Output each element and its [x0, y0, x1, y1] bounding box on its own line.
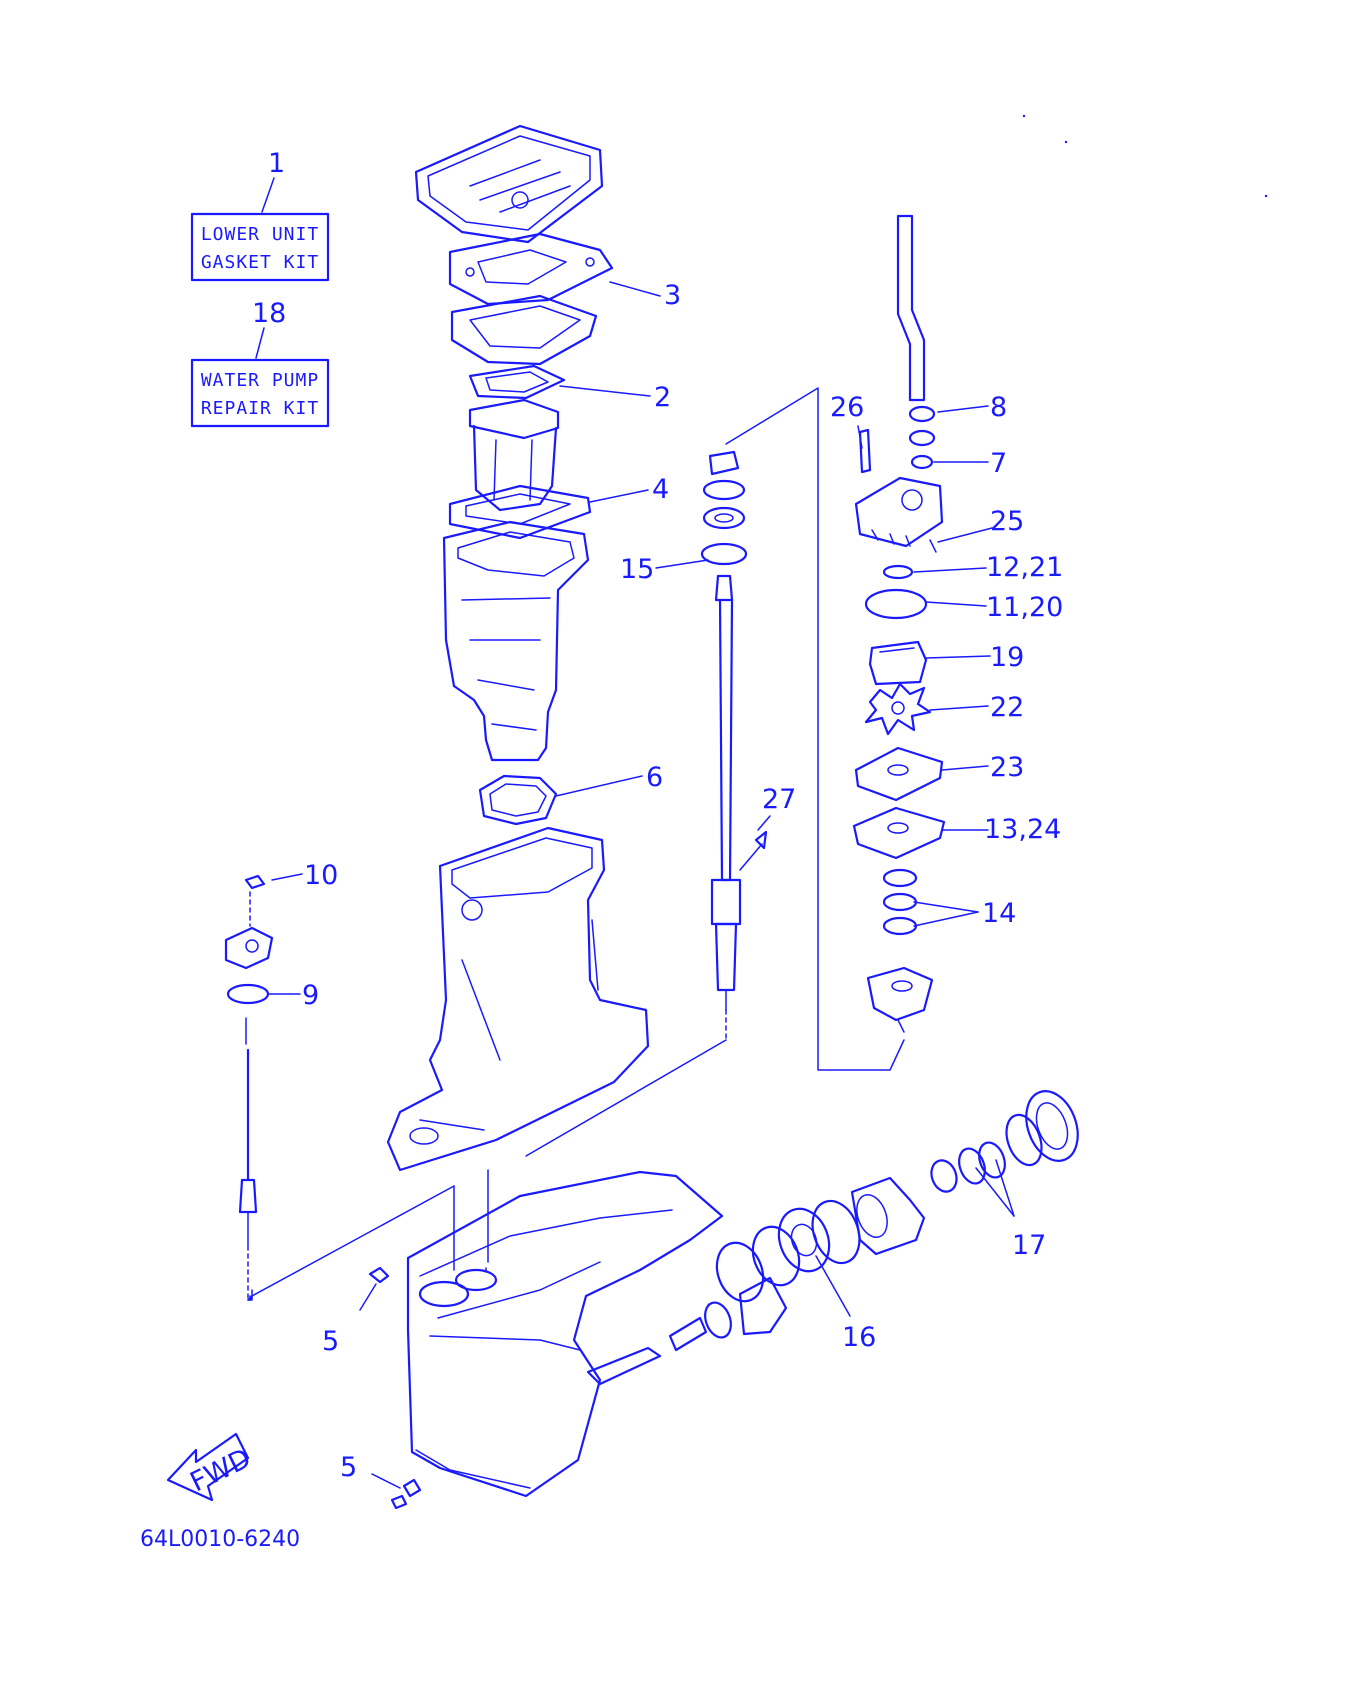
callout-23: 23 [990, 752, 1024, 783]
callout-10: 10 [304, 860, 338, 891]
kit-number: 18 [252, 298, 286, 329]
fwd-arrow-icon: FWD [166, 1432, 256, 1502]
callout-5-upper: 5 [322, 1326, 339, 1357]
kit-label-line1: WATER PUMP [201, 370, 319, 391]
assembly-guide-lines [247, 387, 905, 1301]
callout-15: 15 [620, 554, 654, 585]
exhaust-pipe [468, 398, 560, 512]
callout-6: 6 [646, 762, 663, 793]
callout-4: 4 [652, 474, 669, 505]
callout-27: 27 [762, 784, 796, 815]
callout-9: 9 [302, 980, 319, 1011]
kit-label-line1: LOWER UNIT [201, 224, 319, 245]
callout-11-20: 11,20 [986, 592, 1063, 623]
callout-25: 25 [990, 506, 1024, 537]
callout-19: 19 [990, 642, 1024, 673]
upper-cover-plate [414, 124, 604, 244]
propeller-shaft-parts [668, 1090, 1079, 1352]
kit-box-lower-unit-gasket: 1 LOWER UNIT GASKET KIT [190, 148, 330, 282]
gasket-3 [448, 232, 614, 306]
callout-5-lower: 5 [340, 1452, 357, 1483]
driveshaft-assembly [700, 450, 748, 1041]
kit-number: 1 [268, 148, 285, 179]
kit-label-line2: GASKET KIT [201, 252, 319, 273]
leader-lines [267, 281, 1015, 1489]
bolt-5-lower [390, 1478, 422, 1510]
gasket-6 [478, 774, 558, 826]
water-tube [896, 214, 926, 402]
callout-3: 3 [664, 280, 681, 311]
water-pump-stack [852, 405, 946, 1033]
drawing-code: 64L0010-6240 [140, 1527, 300, 1552]
callout-12-21: 12,21 [986, 552, 1063, 583]
upper-casing [442, 520, 590, 762]
callout-2: 2 [654, 382, 671, 413]
bolt-5-upper [368, 1266, 390, 1284]
callout-7: 7 [990, 448, 1007, 479]
lower-casing-midsection [386, 826, 650, 1172]
kit-label-line2: REPAIR KIT [201, 398, 319, 419]
gasket-4 [448, 484, 592, 540]
callout-13-24: 13,24 [984, 814, 1061, 845]
gasket-2 [468, 364, 566, 400]
callout-16: 16 [842, 1322, 876, 1353]
callout-22: 22 [990, 692, 1024, 723]
callout-8: 8 [990, 392, 1007, 423]
kit-box-water-pump-repair: 18 WATER PUMP REPAIR KIT [190, 298, 330, 428]
callout-26: 26 [830, 392, 864, 423]
callout-17: 17 [1012, 1230, 1046, 1261]
shift-rod-assembly [224, 874, 274, 1301]
gear-case [406, 1170, 724, 1498]
exhaust-guide [450, 294, 598, 366]
callout-14: 14 [982, 898, 1016, 929]
washer-27 [754, 830, 768, 850]
